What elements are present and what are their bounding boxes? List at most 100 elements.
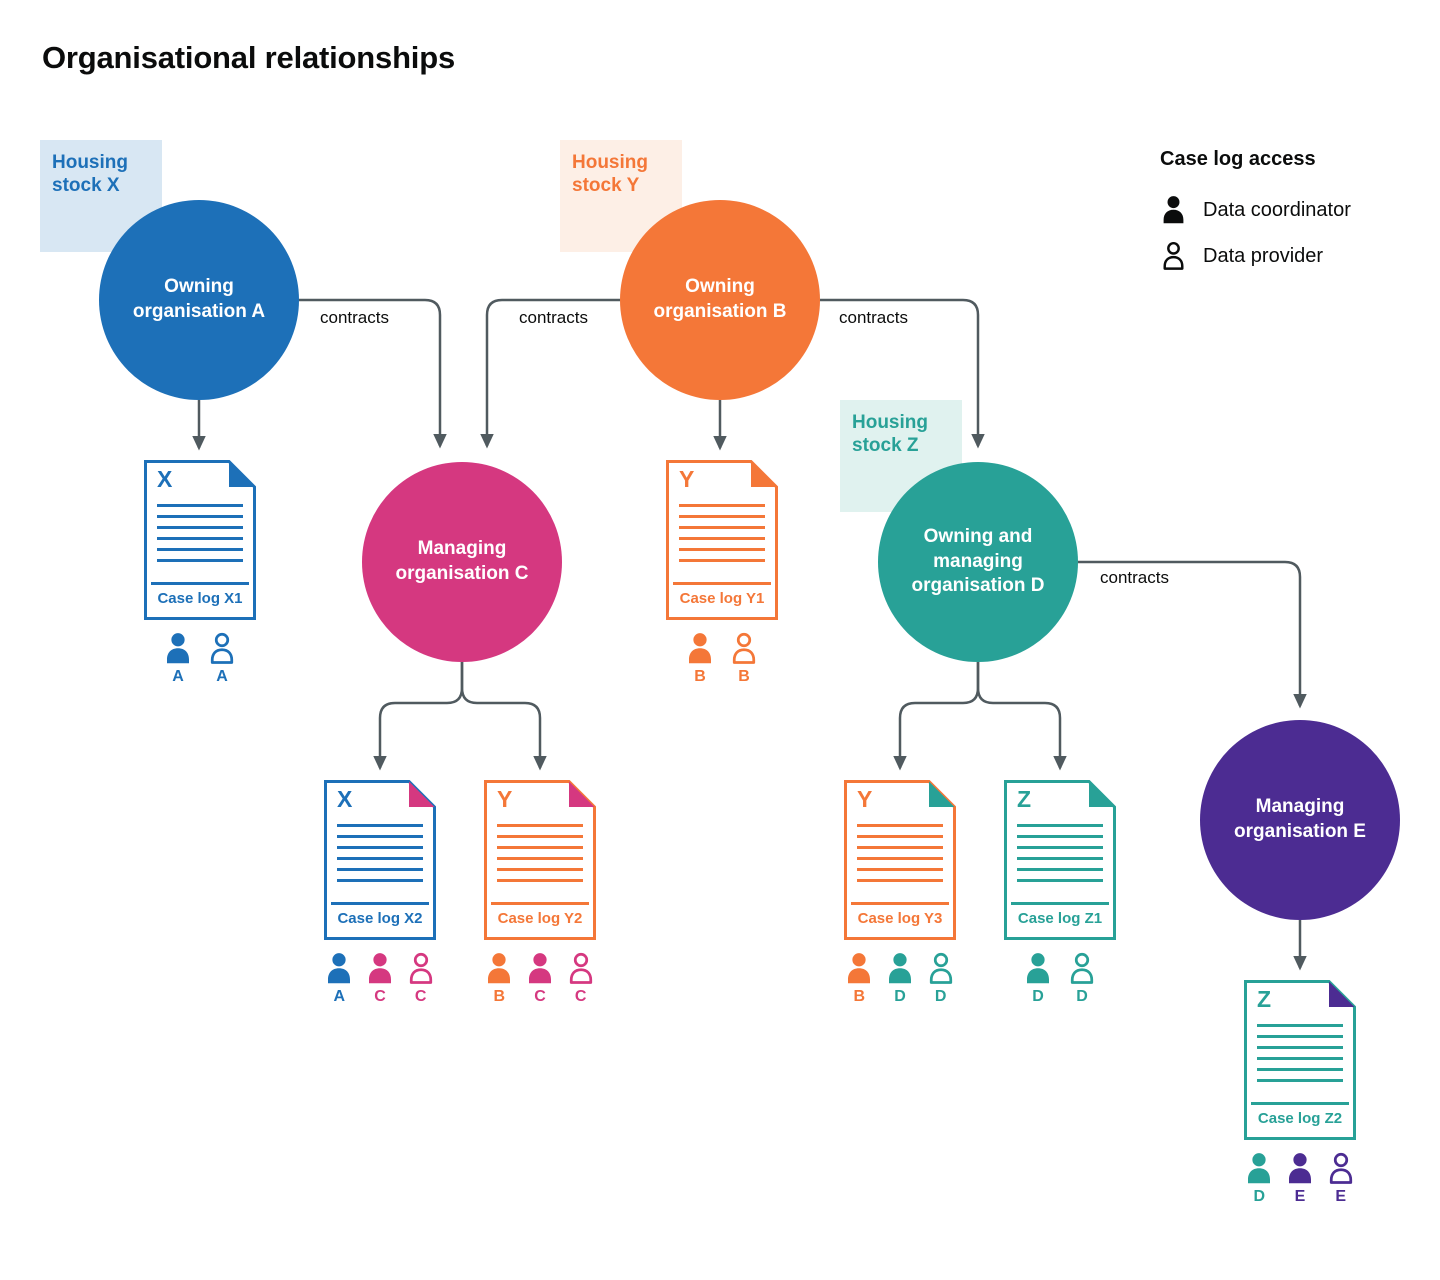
person-letter: B	[853, 988, 866, 1005]
org-circle-b: Owning organisation B	[620, 200, 820, 400]
doc-letter: X	[157, 466, 173, 492]
document-icon	[1244, 980, 1356, 1140]
arrow-a-to-c	[299, 298, 447, 449]
case-log-label: Case log Y2	[497, 910, 583, 927]
person-letter: C	[574, 988, 587, 1005]
org-label: Owning organisation B	[653, 276, 787, 322]
doc-rule	[1251, 1102, 1349, 1105]
doc-rule	[1011, 902, 1109, 905]
document-icon	[484, 780, 596, 940]
data-coordinator-person-filled-icon: B	[484, 952, 515, 1006]
data-provider-person-outline-icon: C	[405, 952, 436, 1006]
doc-rule	[851, 902, 949, 905]
person-letter: B	[493, 988, 506, 1005]
legend-item-data-provider: Data provider	[1160, 241, 1351, 271]
person-outline-icon	[1163, 241, 1184, 270]
person-letter: B	[694, 668, 706, 685]
data-coordinator-person-filled-icon: A	[161, 632, 195, 686]
person-letter: D	[934, 988, 947, 1005]
data-coordinator-person-filled-icon: D	[1244, 1152, 1275, 1206]
doc-text-lines	[337, 824, 423, 882]
person-filled-icon	[1163, 196, 1184, 224]
org-circle-e: Managing organisation E	[1200, 720, 1400, 920]
arrow-d-to-e	[1078, 560, 1307, 709]
case-log-y1: Y Case log Y1	[666, 460, 778, 620]
person-letter: D	[1253, 1188, 1266, 1205]
org-circle-d: Owning and managing organisation D	[878, 462, 1078, 662]
data-coordinator-person-filled-icon: E	[1285, 1152, 1316, 1206]
doc-text-lines	[1017, 824, 1103, 882]
case-log-label: Case log Y1	[679, 590, 765, 607]
data-coordinator-person-filled-icon: D	[885, 952, 916, 1006]
document-icon	[144, 460, 256, 620]
legend: Case log access Data coordinator Data pr…	[1160, 148, 1351, 287]
person-letter: E	[1294, 1188, 1306, 1205]
contracts-label-d-e: contracts	[1100, 568, 1169, 587]
org-label: Managing organisation E	[1234, 796, 1366, 842]
contracts-label-b-d: contracts	[839, 308, 908, 327]
doc-rule	[331, 902, 429, 905]
data-coordinator-person-filled-icon: C	[365, 952, 396, 1006]
case-log-label: Case log Z1	[1017, 910, 1103, 927]
doc-rule	[673, 582, 771, 585]
case-log-y2: Y Case log Y2	[484, 780, 596, 940]
access-row-z2: D E E	[1244, 1152, 1356, 1206]
org-label: Managing organisation C	[395, 538, 529, 584]
data-provider-person-outline-icon: D	[925, 952, 956, 1006]
housing-stock-label: Housing stock X	[52, 152, 128, 196]
legend-item-label: Data coordinator	[1203, 198, 1351, 221]
case-log-y3: Y Case log Y3	[844, 780, 956, 940]
org-label: Owning organisation A	[132, 276, 266, 322]
contracts-label-b-c: contracts	[519, 308, 588, 327]
person-letter: A	[216, 668, 228, 685]
access-row-x1: A A	[144, 632, 256, 686]
person-letter: D	[1032, 988, 1044, 1005]
case-log-z1: Z Case log Z1	[1004, 780, 1116, 940]
doc-text-lines	[497, 824, 583, 882]
data-coordinator-person-filled-icon: A	[324, 952, 355, 1006]
arrow-d-to-case-log-y3	[893, 662, 980, 771]
doc-letter: Y	[679, 466, 695, 492]
document-icon	[666, 460, 778, 620]
case-log-label: Case log Y3	[857, 910, 943, 927]
arrow-c-to-case-log-y2	[460, 662, 547, 771]
data-coordinator-person-filled-icon: B	[683, 632, 717, 686]
person-letter: A	[333, 988, 346, 1005]
org-label: Owning and managing organisation D	[911, 525, 1045, 597]
person-letter: D	[894, 988, 906, 1005]
document-icon	[324, 780, 436, 940]
document-icon	[1004, 780, 1116, 940]
doc-rule	[151, 582, 249, 585]
person-letter: C	[534, 988, 546, 1005]
access-row-y3: B D D	[844, 952, 956, 1006]
housing-stock-label: Housing stock Z	[852, 412, 928, 456]
case-log-x2: X Case log X2	[324, 780, 436, 940]
doc-text-lines	[1257, 1024, 1343, 1082]
org-circle-a: Owning organisation A	[99, 200, 299, 400]
doc-letter: Z	[1017, 786, 1032, 812]
doc-letter: Y	[497, 786, 513, 812]
person-letter: A	[172, 668, 184, 685]
page-title: Organisational relationships	[42, 40, 455, 75]
access-row-y1: B B	[666, 632, 778, 686]
doc-letter: Y	[857, 786, 873, 812]
person-letter: C	[414, 988, 427, 1005]
case-log-z2: Z Case log Z2	[1244, 980, 1356, 1140]
data-coordinator-person-filled-icon: C	[525, 952, 556, 1006]
arrow-d-to-case-log-z1	[976, 662, 1067, 771]
org-circle-c: Managing organisation C	[362, 462, 562, 662]
arrow-b-to-c	[480, 298, 620, 449]
housing-stock-label: Housing stock Y	[572, 152, 648, 196]
doc-text-lines	[857, 824, 943, 882]
data-coordinator-person-filled-icon: D	[1021, 952, 1055, 1006]
arrow-b-to-d	[820, 298, 985, 449]
person-letter: C	[374, 988, 386, 1005]
case-log-label: Case log Z2	[1257, 1110, 1343, 1127]
person-letter: E	[1335, 1188, 1347, 1205]
data-provider-person-outline-icon: A	[205, 632, 239, 686]
person-letter: D	[1076, 988, 1088, 1005]
legend-item-label: Data provider	[1203, 244, 1324, 267]
data-provider-person-outline-icon: E	[1325, 1152, 1356, 1206]
